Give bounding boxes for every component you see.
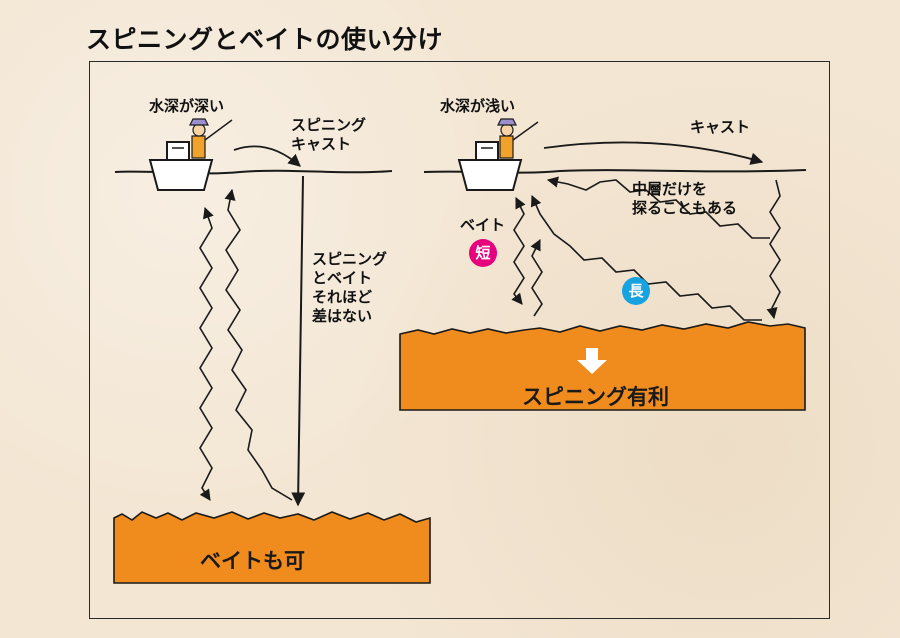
diagram-frame bbox=[89, 61, 830, 619]
right-middle-note: 中層だけを 探ることもある bbox=[632, 180, 738, 217]
right-bottom-block bbox=[399, 321, 806, 411]
right-result: スピニング有利 bbox=[522, 385, 669, 409]
long-badge: 長 bbox=[622, 277, 650, 305]
left-angler-icon bbox=[189, 118, 233, 159]
left-result: ベイトも可 bbox=[200, 549, 305, 573]
down-arrow-icon bbox=[577, 348, 607, 374]
left-bait-line-1 bbox=[199, 206, 214, 501]
page-title: スピニングとベイトの使い分け bbox=[86, 25, 444, 54]
right-drop-line bbox=[766, 179, 781, 320]
left-bait-line-2 bbox=[224, 188, 293, 501]
right-cast-label: キャスト bbox=[690, 118, 751, 136]
right-bait-label: ベイト bbox=[460, 216, 506, 234]
right-depth-label: 水深が浅い bbox=[440, 97, 516, 115]
right-short-line-2 bbox=[530, 238, 543, 317]
right-boat-icon bbox=[457, 141, 523, 191]
right-middle-line bbox=[546, 176, 770, 239]
left-cast-arc bbox=[233, 145, 301, 167]
left-cast-label: スピニング キャスト bbox=[291, 116, 367, 153]
left-depth-label: 水深が深い bbox=[149, 97, 225, 115]
left-bottom-block bbox=[113, 511, 431, 584]
right-short-line bbox=[511, 196, 526, 305]
left-boat-icon bbox=[148, 141, 214, 191]
short-badge: 短 bbox=[469, 239, 497, 267]
left-note: スピニング とベイト それほど 差はない bbox=[312, 250, 388, 325]
left-spinning-line bbox=[291, 175, 306, 507]
right-cast-arc bbox=[543, 141, 764, 165]
right-angler-icon bbox=[497, 118, 539, 159]
